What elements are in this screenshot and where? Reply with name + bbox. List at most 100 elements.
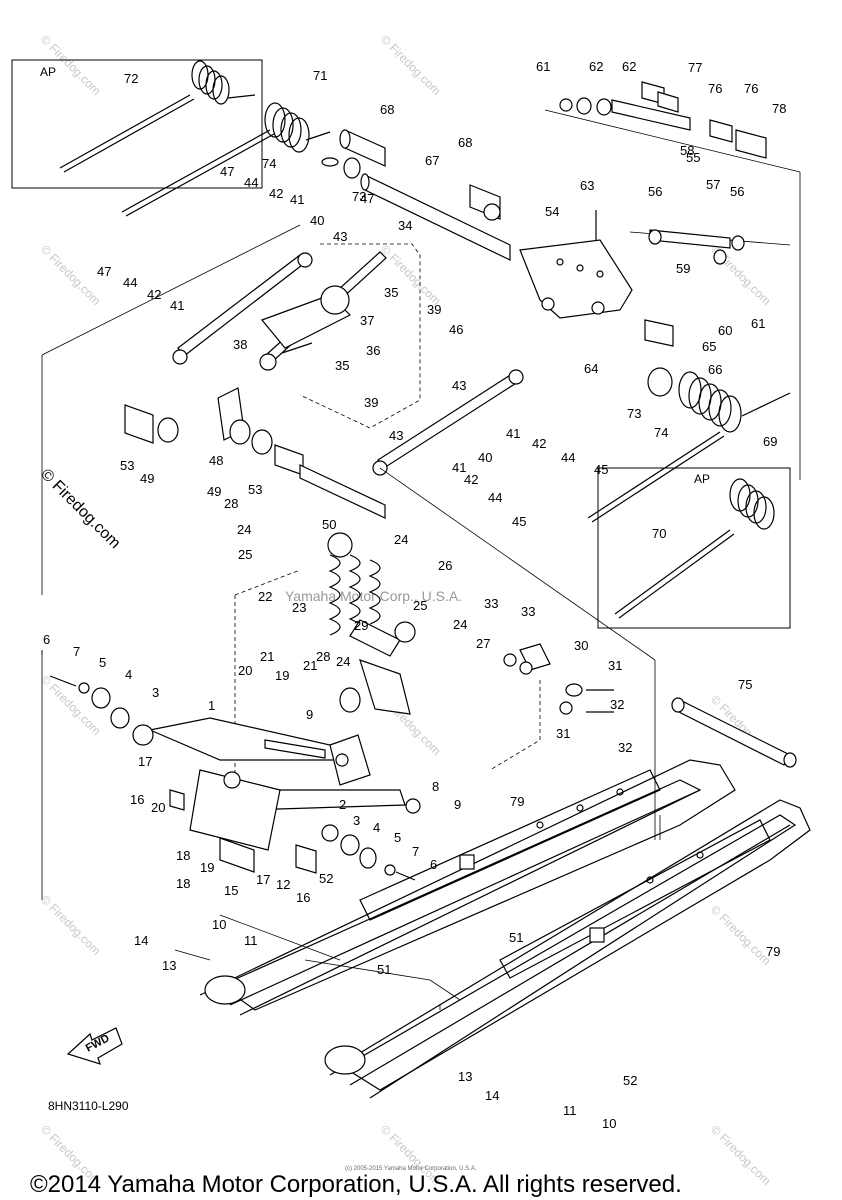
callout-label: 59: [676, 261, 690, 276]
callout-label: 3: [152, 685, 159, 700]
callout-label: 27: [476, 636, 490, 651]
callout-label: 11: [563, 1103, 577, 1118]
ap-box-top: AP: [11, 59, 263, 189]
callout-label: 33: [521, 604, 535, 619]
callout-label: 56: [648, 184, 662, 199]
callout-label: 70: [652, 526, 666, 541]
callout-label: 9: [454, 797, 461, 812]
callout-label: 13: [458, 1069, 472, 1084]
bracket-55: [629, 229, 791, 265]
ap-box-right: AP: [597, 467, 791, 629]
callout-label: 43: [333, 229, 347, 244]
callout-label: 19: [275, 668, 289, 683]
fwd-arrow: FWD: [66, 1027, 123, 1065]
callout-label: 2: [339, 797, 346, 812]
callout-label: 10: [602, 1116, 616, 1131]
callout-label: 73: [352, 189, 366, 204]
callout-label: 17: [256, 872, 270, 887]
callout-label: 24: [453, 617, 467, 632]
watermark: © Firedog.com: [378, 32, 444, 98]
callout-label: 51: [509, 930, 523, 945]
callout-label: 61: [751, 316, 765, 331]
callout-label: 52: [623, 1073, 637, 1088]
callout-label: 47: [360, 191, 374, 206]
callout-label: 38: [233, 337, 247, 352]
callout-label: 44: [123, 275, 137, 290]
callout-label: 53: [248, 482, 262, 497]
callout-label: 30: [574, 638, 588, 653]
callout-label: 68: [458, 135, 472, 150]
callout-label: 78: [772, 101, 786, 116]
watermark: © Firedog.com: [38, 892, 104, 958]
callout-label: 24: [336, 654, 350, 669]
shaft-58: [544, 81, 801, 480]
callout-label: 11: [244, 933, 258, 948]
callout-label: 28: [316, 649, 330, 664]
callout-label: 46: [449, 322, 463, 337]
torsion-spring-72: [191, 60, 256, 105]
callout-label: 41: [290, 192, 304, 207]
callout-label: 41: [452, 460, 466, 475]
callout-label: 74: [654, 425, 668, 440]
callout-label: 62: [622, 59, 636, 74]
shaft-75: [671, 697, 797, 768]
callout-label: 72: [124, 71, 138, 86]
callout-label: 20: [151, 800, 165, 815]
callout-label: 34: [398, 218, 412, 233]
callout-label: 47: [97, 264, 111, 279]
callout-label: 15: [224, 883, 238, 898]
callout-label: 1: [208, 698, 215, 713]
callout-label: 44: [244, 175, 258, 190]
rear-shock-50: [327, 532, 416, 715]
callout-label: 7: [412, 844, 419, 859]
callout-label: 29: [354, 618, 368, 633]
callout-label: 79: [510, 794, 524, 809]
callout-label: 18: [176, 848, 190, 863]
callout-label: 65: [702, 339, 716, 354]
callout-label: 14: [134, 933, 148, 948]
callout-label: 73: [627, 406, 641, 421]
callout-label: 6: [430, 857, 437, 872]
callout-label: 25: [238, 547, 252, 562]
watermark: © Firedog.com: [38, 242, 104, 308]
callout-label: 45: [512, 514, 526, 529]
callout-label: 7: [73, 644, 80, 659]
callout-label: 49: [207, 484, 221, 499]
callout-label: 36: [366, 343, 380, 358]
callout-label: 31: [608, 658, 622, 673]
callout-label: 75: [738, 677, 752, 692]
callout-label: 42: [269, 186, 283, 201]
callout-label: 56: [730, 184, 744, 199]
callout-label: 44: [488, 490, 502, 505]
watermark-side: © Firedog.com: [37, 466, 123, 552]
watermark: © Firedog.com: [38, 672, 104, 738]
callout-label: 21: [260, 649, 274, 664]
callout-label: 51: [377, 962, 391, 977]
callout-label: 5: [394, 830, 401, 845]
callout-label: 40: [310, 213, 324, 228]
callout-label: 64: [584, 361, 598, 376]
slide-rail-upper: [199, 759, 736, 1016]
callout-label: 43: [452, 378, 466, 393]
callout-label: 31: [556, 726, 570, 741]
callout-label: 35: [335, 358, 349, 373]
callout-label: 61: [536, 59, 550, 74]
callout-label: 10: [212, 917, 226, 932]
callout-label: 8: [432, 779, 439, 794]
rear-arm-30: [503, 643, 614, 715]
callout-label: 22: [258, 589, 272, 604]
callout-label: 32: [610, 697, 624, 712]
callout-label: 66: [708, 362, 722, 377]
callout-label: 42: [464, 472, 478, 487]
callout-label: 43: [389, 428, 403, 443]
callout-label: 19: [200, 860, 214, 875]
watermark: © Firedog.com: [708, 902, 774, 968]
torsion-spring-69: [587, 319, 791, 523]
upper-shaft-group: [321, 129, 511, 261]
callout-label: 57: [706, 177, 720, 192]
callout-label: 14: [485, 1088, 499, 1103]
ap-label: AP: [694, 472, 710, 486]
callout-label: 4: [373, 820, 380, 835]
callout-label: 77: [688, 60, 702, 75]
